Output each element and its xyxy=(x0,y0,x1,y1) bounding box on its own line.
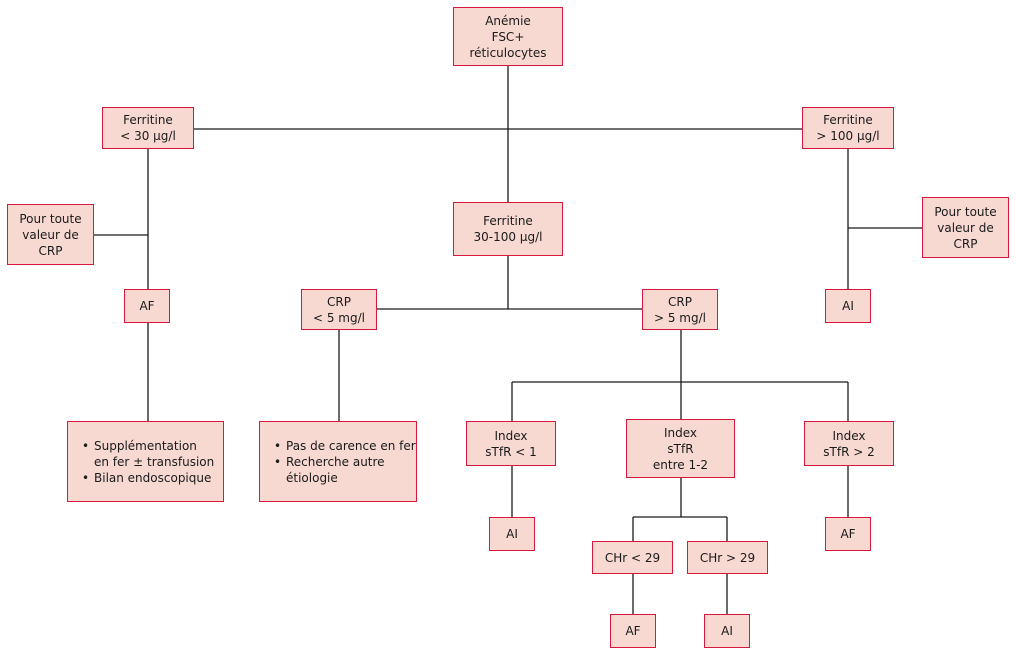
no-deficiency-item: Pas de carence en fer xyxy=(274,438,416,454)
node-crp-any-right-line-3: CRP xyxy=(953,236,978,251)
node-index-mid-line-3: entre 1-2 xyxy=(652,457,709,472)
treatment-af-item-2-line-1: Bilan endoscopique xyxy=(94,470,212,485)
node-index-high-line-1: Index xyxy=(832,428,866,443)
node-crp-any-right-line-2: valeur de xyxy=(937,220,994,235)
no-deficiency-list: Pas de carence en fer Recherche autre ét… xyxy=(274,438,416,486)
no-deficiency-item-2-line-1: Recherche autre xyxy=(286,454,385,469)
node-chr-high: CHr > 29 xyxy=(687,541,768,574)
node-crp-high-line-1: CRP xyxy=(668,294,692,309)
node-ai-index-low-line-1: AI xyxy=(506,527,518,541)
node-crp-low-line-1: CRP xyxy=(327,294,351,309)
node-chr-low: CHr < 29 xyxy=(592,541,673,574)
node-ferritine-mid-line-1: Ferritine xyxy=(483,214,533,228)
node-index-mid: Index sTfR entre 1-2 xyxy=(626,419,735,478)
node-anemie-line-2: FSC+ xyxy=(491,29,525,44)
node-crp-any-right-line-1: Pour toute xyxy=(934,204,997,219)
treatment-af-list: Supplémentation en fer ± transfusion Bil… xyxy=(82,438,214,486)
node-ai-right-line-1: AI xyxy=(842,299,854,313)
node-af-left: AF xyxy=(124,289,170,323)
node-ferritine-high-line-2: > 100 µg/l xyxy=(816,129,880,143)
node-crp-any-right: Pour toute valeur de CRP xyxy=(922,197,1009,258)
node-index-low-line-2: sTfR < 1 xyxy=(485,444,537,459)
treatment-af-item-1-line-2: en fer ± transfusion xyxy=(94,454,215,469)
node-crp-high: CRP > 5 mg/l xyxy=(642,289,718,330)
node-crp-any-left-line-1: Pour toute xyxy=(19,211,82,226)
no-deficiency-item: Recherche autre étiologie xyxy=(274,454,416,486)
node-treatment-af: Supplémentation en fer ± transfusion Bil… xyxy=(67,421,224,502)
node-crp-low-line-2: < 5 mg/l xyxy=(312,310,365,325)
node-ferritine-low-line-1: Ferritine xyxy=(123,113,173,127)
node-af-left-line-1: AF xyxy=(139,299,155,313)
node-af-index-high-line-1: AF xyxy=(840,527,856,541)
node-ferritine-low: Ferritine < 30 µg/l xyxy=(102,107,194,149)
node-af-chr-low: AF xyxy=(610,614,656,648)
node-no-deficiency: Pas de carence en fer Recherche autre ét… xyxy=(259,421,417,502)
node-ai-index-low: AI xyxy=(489,517,535,551)
node-crp-low: CRP < 5 mg/l xyxy=(301,289,377,330)
no-deficiency-item-2-line-2: étiologie xyxy=(286,470,338,485)
node-af-chr-low-line-1: AF xyxy=(625,624,641,638)
node-crp-any-left: Pour toute valeur de CRP xyxy=(7,204,94,265)
treatment-af-item-1-line-1: Supplémentation xyxy=(94,438,197,453)
node-ai-chr-high: AI xyxy=(704,614,750,648)
no-deficiency-item-1-line-1: Pas de carence en fer xyxy=(286,438,416,453)
node-ferritine-low-line-2: < 30 µg/l xyxy=(120,129,176,143)
node-index-mid-line-1: Index xyxy=(663,425,698,440)
node-anemie: Anémie FSC+ réticulocytes xyxy=(453,7,563,66)
node-ai-right: AI xyxy=(825,289,871,323)
node-ferritine-mid: Ferritine 30-100 µg/l xyxy=(453,202,563,256)
node-index-high-line-2: sTfR > 2 xyxy=(823,444,875,459)
node-index-high: Index sTfR > 2 xyxy=(804,421,894,466)
node-ferritine-high-line-1: Ferritine xyxy=(823,113,873,127)
node-index-low-line-1: Index xyxy=(494,428,528,443)
node-ferritine-mid-line-2: 30-100 µg/l xyxy=(473,230,543,244)
node-anemie-line-3: réticulocytes xyxy=(469,45,547,60)
treatment-af-item: Supplémentation en fer ± transfusion xyxy=(82,438,214,470)
node-index-mid-line-2: sTfR xyxy=(667,441,694,456)
node-ferritine-high: Ferritine > 100 µg/l xyxy=(802,107,894,149)
node-chr-high-line-1: CHr > 29 xyxy=(699,550,756,565)
node-index-low: Index sTfR < 1 xyxy=(466,421,556,466)
node-crp-high-line-2: > 5 mg/l xyxy=(653,310,706,325)
node-ai-chr-high-line-1: AI xyxy=(721,624,733,638)
node-af-index-high: AF xyxy=(825,517,871,551)
node-crp-any-left-line-3: CRP xyxy=(38,243,63,258)
treatment-af-item: Bilan endoscopique xyxy=(82,470,214,486)
node-crp-any-left-line-2: valeur de xyxy=(22,227,79,242)
node-chr-low-line-1: CHr < 29 xyxy=(604,550,661,565)
node-anemie-line-1: Anémie xyxy=(485,13,531,28)
